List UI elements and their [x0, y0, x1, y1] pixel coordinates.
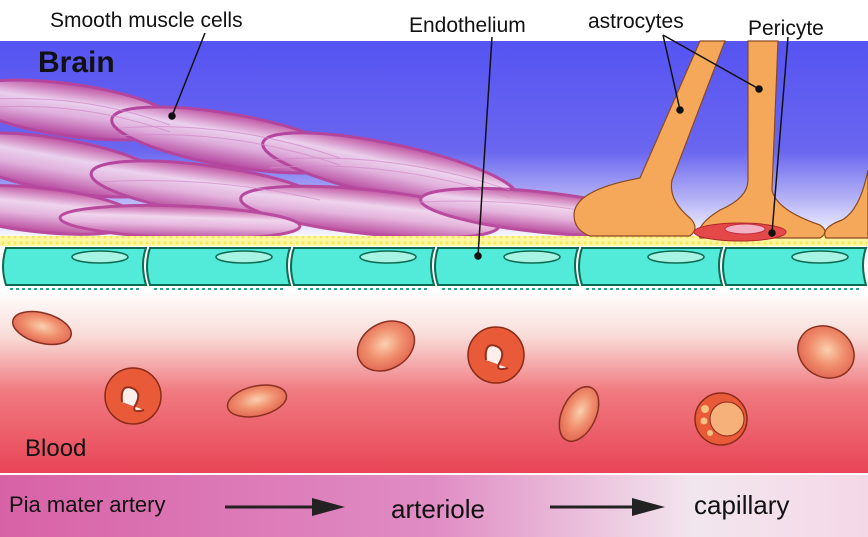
flow-arrows	[225, 498, 665, 516]
astrocyte-endfeet	[573, 40, 868, 239]
pericyte-cell	[693, 222, 787, 242]
blood-label: Blood	[25, 435, 87, 462]
pericyte-label: Pericyte	[748, 17, 824, 40]
astrocytes-label: astrocytes	[588, 10, 684, 33]
flow-end-label: capillary	[694, 490, 790, 520]
endothelium-layer	[2, 247, 868, 290]
red-blood-cells	[12, 310, 855, 442]
endothelium-label: Endothelium	[409, 14, 526, 37]
leader-lines	[168, 32, 789, 260]
brain-label: Brain	[38, 46, 115, 79]
smooth-muscle-label: Smooth muscle cells	[50, 9, 243, 32]
flow-middle-label: arteriole	[391, 494, 485, 524]
smooth-muscle-layer	[0, 78, 661, 241]
flow-start-label: Pia mater artery	[9, 492, 166, 517]
white-blood-cells	[104, 326, 748, 446]
